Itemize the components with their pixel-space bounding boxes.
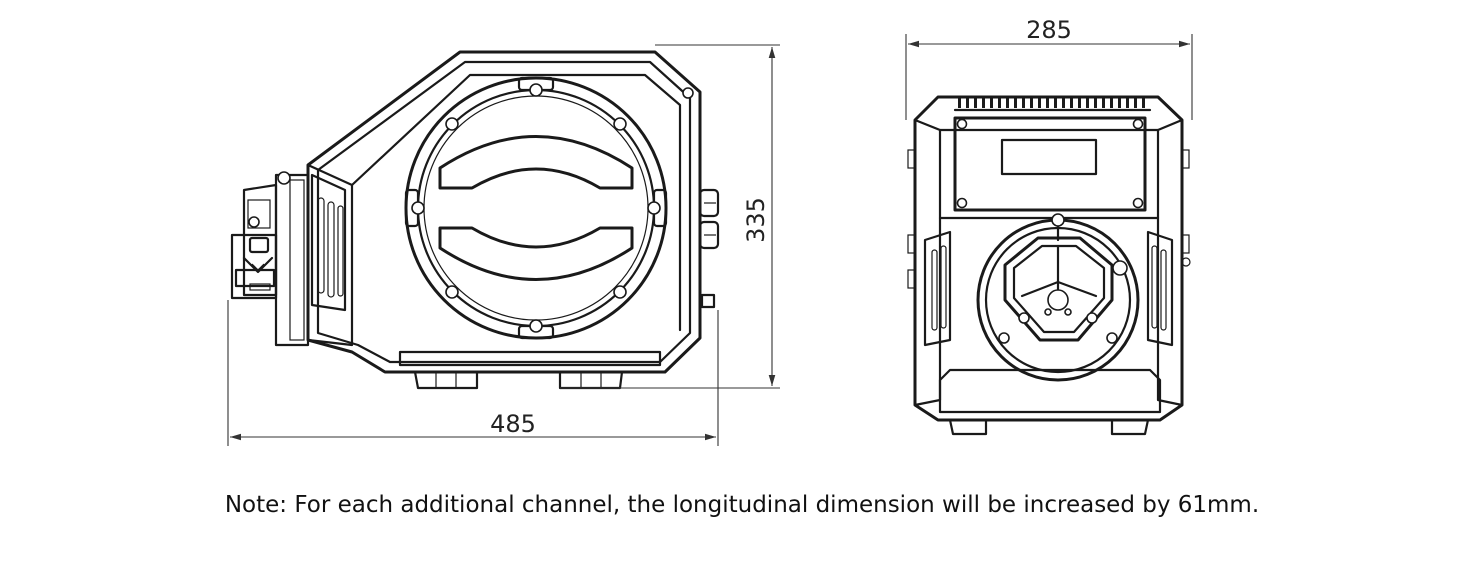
side-left-panel (306, 163, 354, 347)
heatsink-fin (1062, 98, 1065, 108)
front-dimensions: 285 (905, 16, 1193, 120)
front-view (907, 95, 1191, 436)
side-ridge (350, 73, 682, 332)
heatsink-fin (1070, 98, 1073, 108)
heatsink-fin (1086, 98, 1089, 108)
heatsink-fin (958, 98, 961, 108)
heatsink-fin (1030, 98, 1033, 108)
heatsink-fin (982, 98, 985, 108)
heatsink-fin (1014, 98, 1017, 108)
heatsink-fin (1134, 98, 1137, 108)
front-base (938, 368, 1162, 414)
pump-mount-plate (274, 173, 310, 347)
heatsink-fin (1046, 98, 1049, 108)
heatsink-fin (990, 98, 993, 108)
side-vent-frame (310, 173, 347, 312)
side-bottom-strip (398, 350, 662, 367)
side-pump-head (230, 171, 310, 347)
technical-drawing: 485 335 (227, 16, 1193, 446)
side-vent-slots (317, 197, 344, 298)
heatsink-fin (1054, 98, 1057, 108)
heatsink-fin (1142, 98, 1145, 108)
heatsink-fin (1094, 98, 1097, 108)
side-feet (413, 370, 624, 390)
heatsink-fin (1022, 98, 1025, 108)
front-left-panel (913, 118, 942, 407)
front-right-panel (1156, 118, 1184, 407)
heatsink-fin (1118, 98, 1121, 108)
note-text: Note: For each additional channel, the l… (224, 492, 1260, 518)
side-right-connectors (698, 188, 720, 309)
heatsink-fin (1038, 98, 1041, 108)
heatsink-fin (1078, 98, 1081, 108)
front-display-panel (953, 116, 1147, 212)
dim-285-label: 285 (1026, 16, 1072, 44)
side-door-screws (411, 83, 694, 333)
dim-335-label: 335 (742, 197, 770, 243)
side-door-face (423, 95, 649, 321)
dim-485-label: 485 (490, 410, 536, 438)
heatsink-fin (974, 98, 977, 108)
front-display-screen (1000, 138, 1098, 176)
heatsink-fin (1006, 98, 1009, 108)
front-body-outline (913, 95, 1184, 422)
front-heatsink (958, 98, 1145, 108)
front-feet (948, 418, 1150, 436)
heatsink-fin (966, 98, 969, 108)
heatsink-fin (1102, 98, 1105, 108)
heatsink-fin (998, 98, 1001, 108)
heatsink-fin (1110, 98, 1113, 108)
front-pump-rotor (1003, 236, 1114, 342)
front-side-vents (923, 230, 1174, 347)
front-side-details (907, 149, 1191, 289)
side-dimensions: 485 335 (227, 44, 780, 446)
side-body-outline (306, 50, 702, 374)
side-door-c-top (438, 135, 634, 190)
heatsink-fin (1126, 98, 1129, 108)
side-door-c-bottom (438, 226, 634, 281)
side-view (230, 50, 720, 390)
side-body-inner (316, 60, 692, 364)
side-door-ring (404, 76, 668, 340)
front-panel-screws (956, 118, 1144, 209)
